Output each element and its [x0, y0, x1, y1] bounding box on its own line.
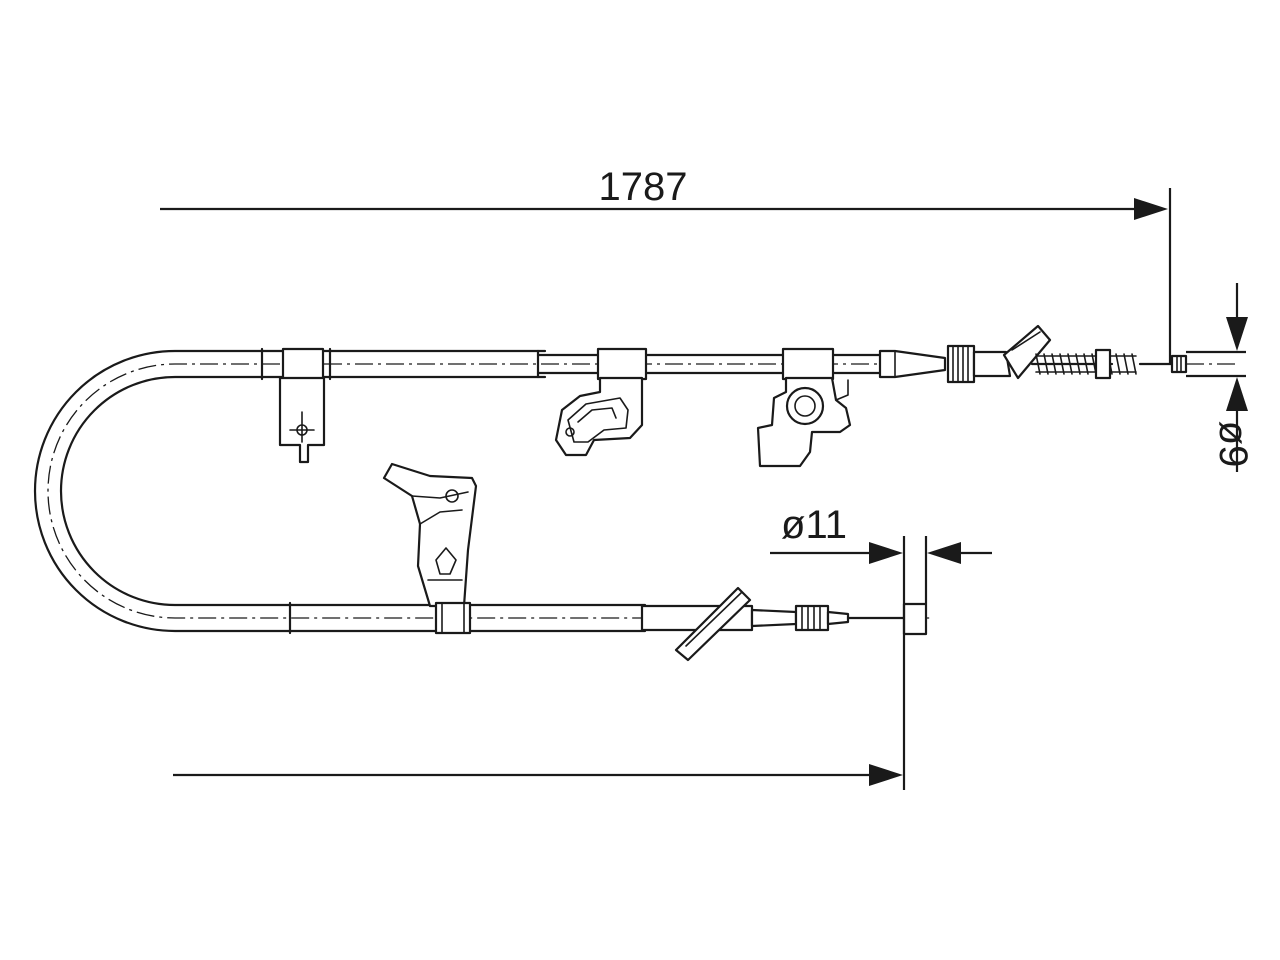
- eye-bracket-clip: [756, 347, 852, 468]
- diameter-11-dimension: ø11: [770, 503, 992, 564]
- lower-support-bracket: [382, 462, 478, 635]
- diameter-9-dimension: ø9: [1186, 283, 1255, 472]
- diameter-9-label: ø9: [1211, 421, 1255, 468]
- lower-end-fitting: [640, 586, 928, 662]
- mounting-clip-left: [278, 347, 326, 464]
- overall-length-dimension: 1787: [160, 165, 1172, 364]
- diameter-11-label: ø11: [781, 503, 847, 547]
- lower-length-dimension: [173, 536, 928, 790]
- cable-sheath: [33, 347, 930, 635]
- overall-length-label: 1787: [599, 165, 688, 209]
- right-end-fitting: [878, 324, 1240, 384]
- bracket-clip-middle: [554, 347, 648, 457]
